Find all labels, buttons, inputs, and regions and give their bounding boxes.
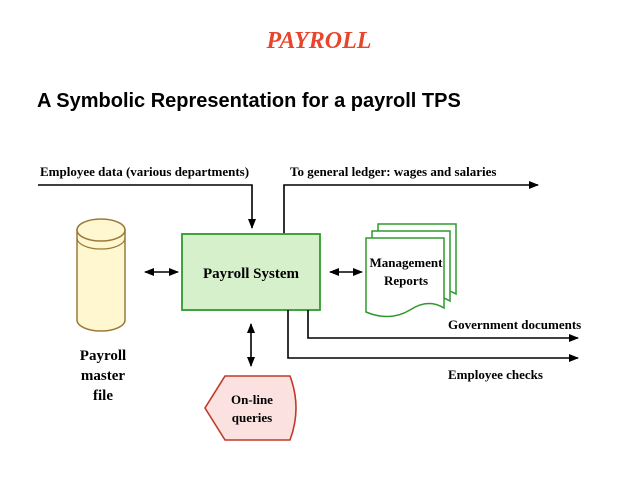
online-queries-label-line1: On-line [231,392,273,407]
master-file-label-line3: file [93,388,113,404]
slide-subtitle: A Symbolic Representation for a payroll … [37,90,461,112]
general-ledger-flow-line [283,181,539,234]
management-reports-label-line2: Reports [384,273,428,288]
online-queries-icon [204,375,297,441]
online-queries-label-line2: queries [232,410,272,425]
master-file-label-line1: Payroll [80,348,126,364]
payroll-system-label: Payroll System [203,266,299,282]
employee-checks-flow-line [287,310,579,362]
employee-checks-label: Employee checks [448,367,543,382]
payroll-system-box [181,233,321,311]
slide-title: PAYROLL [266,28,372,54]
payroll-master-file-icon [76,218,126,332]
government-documents-label: Government documents [448,317,581,332]
general-ledger-label: To general ledger: wages and salaries [290,164,496,179]
government-documents-flow-line [307,310,579,342]
employee-data-label: Employee data (various departments) [40,164,249,179]
master-file-label-line2: master [81,368,125,384]
management-reports-label-line1: Management [370,255,444,270]
management-reports-icon [365,223,457,318]
employee-data-flow-line [38,184,256,229]
